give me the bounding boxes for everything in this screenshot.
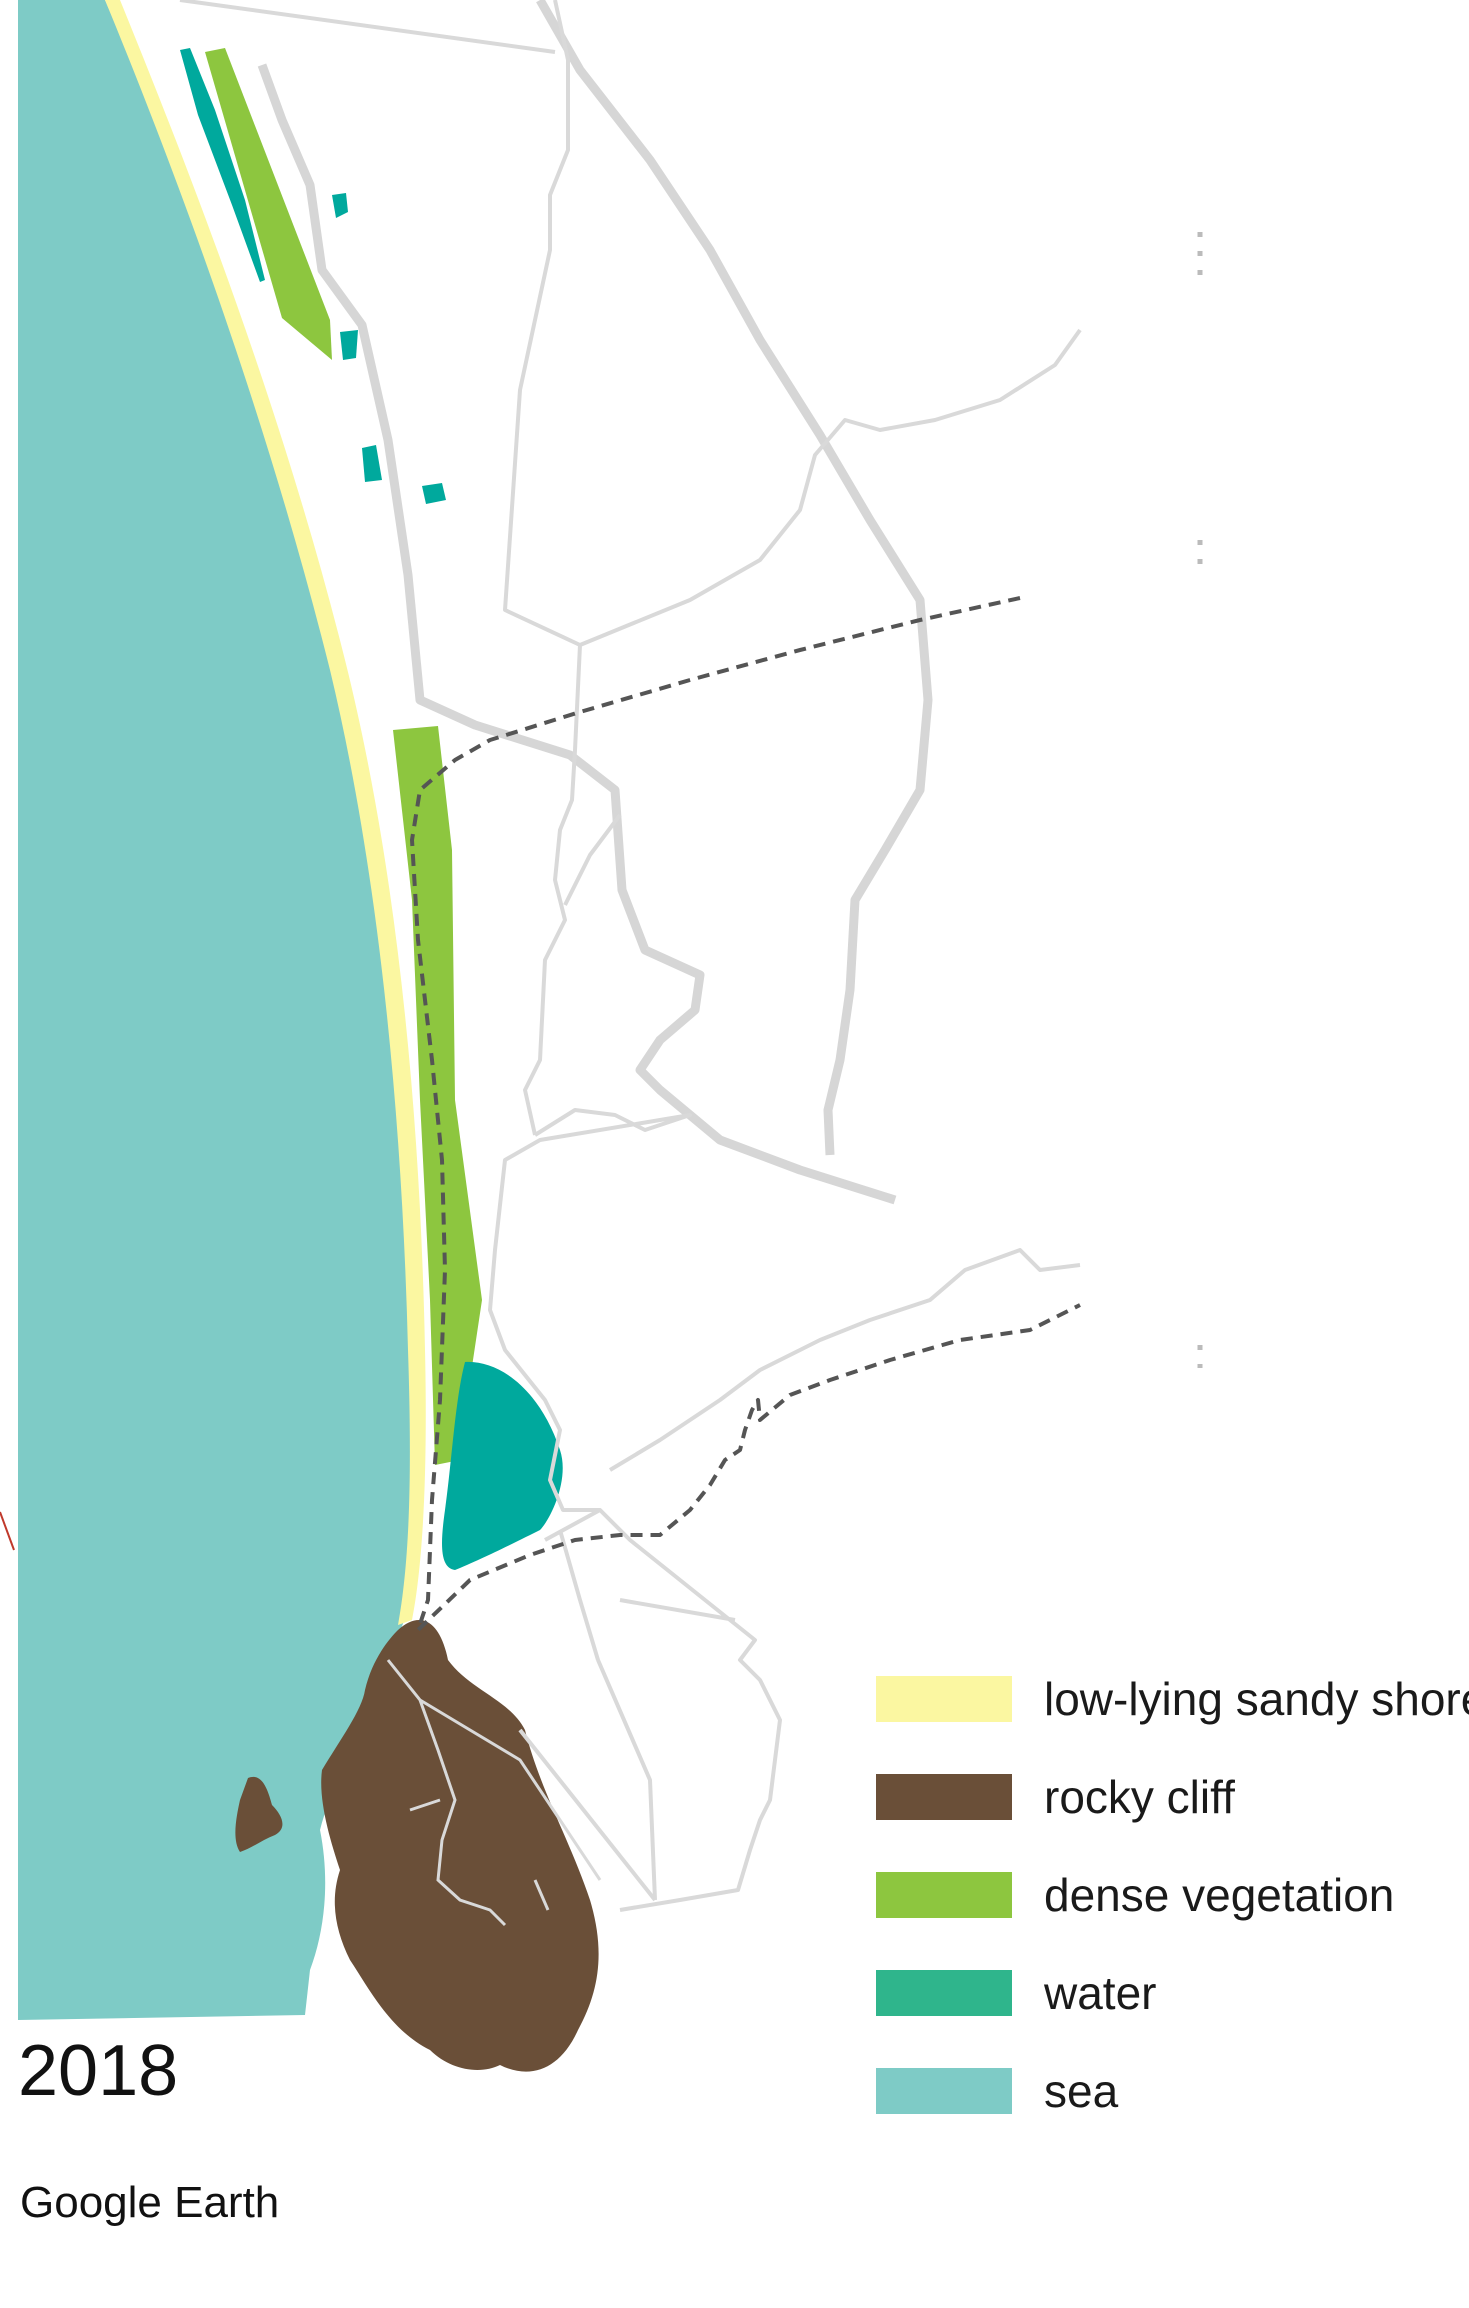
- legend-label: sea: [1044, 2065, 1119, 2117]
- rocky-cliff-headland: [321, 1620, 599, 2072]
- legend-label: rocky cliff: [1044, 1771, 1235, 1823]
- legend-label: low-lying sandy shore: [1044, 1673, 1469, 1725]
- water-swatch: [876, 1970, 1012, 2016]
- water-pond-4: [422, 483, 446, 504]
- road-major-inland: [536, 0, 933, 1156]
- sea-swatch: [876, 2068, 1012, 2114]
- legend-item-vegetation: dense vegetation: [876, 1869, 1436, 1921]
- water-pond-1: [332, 193, 348, 218]
- legend-item-water: water: [876, 1967, 1436, 2019]
- map-legend: low-lying sandy shore rocky cliff dense …: [876, 1673, 1469, 2166]
- sandy-shore-swatch: [876, 1676, 1012, 1722]
- legend-item-sandy-shore: low-lying sandy shore: [876, 1673, 1469, 1725]
- vegetation-swatch: [876, 1872, 1012, 1918]
- rocky-cliff-swatch: [876, 1774, 1012, 1820]
- road-minor-network: [179, 0, 1082, 1912]
- road-major-coastal: [257, 63, 897, 1205]
- water-pond-2: [340, 330, 358, 360]
- boundary-mark: [0, 1511, 15, 1551]
- legend-item-rocky-cliff: rocky cliff: [876, 1771, 1436, 1823]
- sandy-shore-strip: [105, 0, 426, 1625]
- headland-trail: [386, 1659, 602, 1927]
- water-channel: [180, 48, 265, 282]
- source-credit: Google Earth: [20, 2178, 280, 2227]
- year-label: 2018: [18, 2031, 179, 2111]
- vegetation-north: [205, 48, 332, 360]
- water-pond-3: [362, 445, 382, 482]
- dashed-trail: [410, 596, 1081, 1632]
- sea-area: [18, 0, 424, 2020]
- legend-label: dense vegetation: [1044, 1869, 1395, 1921]
- rocky-islet: [235, 1776, 283, 1852]
- legend-item-sea: sea: [876, 2065, 1436, 2117]
- legend-label: water: [1044, 1967, 1157, 2019]
- water-lagoon: [442, 1361, 563, 1570]
